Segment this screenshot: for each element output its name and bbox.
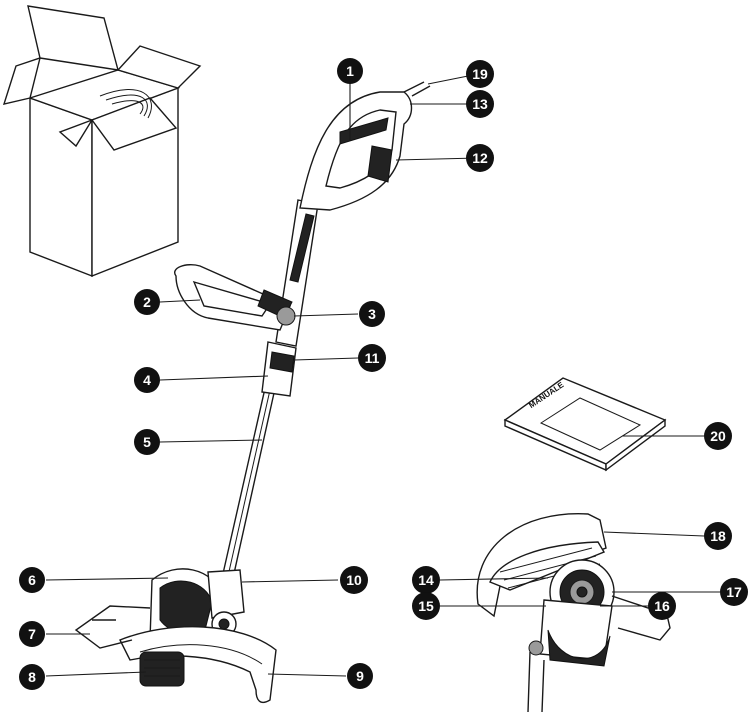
svg-text:8: 8 bbox=[28, 669, 36, 685]
svg-text:1: 1 bbox=[346, 63, 354, 79]
callout-3: 3 bbox=[359, 301, 385, 327]
callout-2: 2 bbox=[134, 289, 160, 315]
callout-9: 9 bbox=[347, 663, 373, 689]
svg-text:17: 17 bbox=[726, 584, 742, 600]
svg-text:13: 13 bbox=[472, 96, 488, 112]
callout-14: 14 bbox=[412, 566, 440, 594]
svg-text:3: 3 bbox=[368, 306, 376, 322]
callout-5: 5 bbox=[134, 429, 160, 455]
callout-13: 13 bbox=[466, 90, 494, 118]
svg-text:2: 2 bbox=[143, 294, 151, 310]
spool-guard-detail bbox=[476, 513, 671, 713]
callout-15: 15 bbox=[412, 592, 440, 620]
svg-text:16: 16 bbox=[654, 598, 670, 614]
callout-11: 11 bbox=[358, 344, 386, 372]
callout-4: 4 bbox=[134, 367, 160, 393]
svg-text:12: 12 bbox=[472, 150, 488, 166]
callout-19: 19 bbox=[466, 60, 494, 88]
leader-lines bbox=[45, 73, 720, 677]
callout-1: 1 bbox=[337, 58, 363, 84]
svg-text:4: 4 bbox=[143, 372, 151, 388]
svg-text:7: 7 bbox=[28, 626, 36, 642]
svg-text:9: 9 bbox=[356, 668, 364, 684]
callout-8: 8 bbox=[19, 664, 45, 690]
svg-text:6: 6 bbox=[28, 572, 36, 588]
callout-12: 12 bbox=[466, 144, 494, 172]
open-box-illustration bbox=[2, 5, 202, 278]
callout-17: 17 bbox=[720, 578, 748, 606]
svg-text:5: 5 bbox=[143, 434, 151, 450]
svg-text:11: 11 bbox=[365, 350, 380, 366]
callout-6: 6 bbox=[19, 567, 45, 593]
instruction-manual-illustration: MANUALE bbox=[503, 377, 667, 472]
callout-16: 16 bbox=[648, 592, 676, 620]
svg-text:19: 19 bbox=[472, 66, 488, 82]
svg-text:14: 14 bbox=[418, 572, 434, 588]
callout-20: 20 bbox=[704, 422, 732, 450]
svg-text:10: 10 bbox=[346, 572, 362, 588]
callout-7: 7 bbox=[19, 621, 45, 647]
callout-18: 18 bbox=[704, 522, 732, 550]
svg-text:20: 20 bbox=[710, 428, 726, 444]
trimmer-illustration bbox=[74, 81, 431, 704]
svg-text:18: 18 bbox=[710, 528, 726, 544]
callout-10: 10 bbox=[340, 566, 368, 594]
svg-text:15: 15 bbox=[418, 598, 434, 614]
